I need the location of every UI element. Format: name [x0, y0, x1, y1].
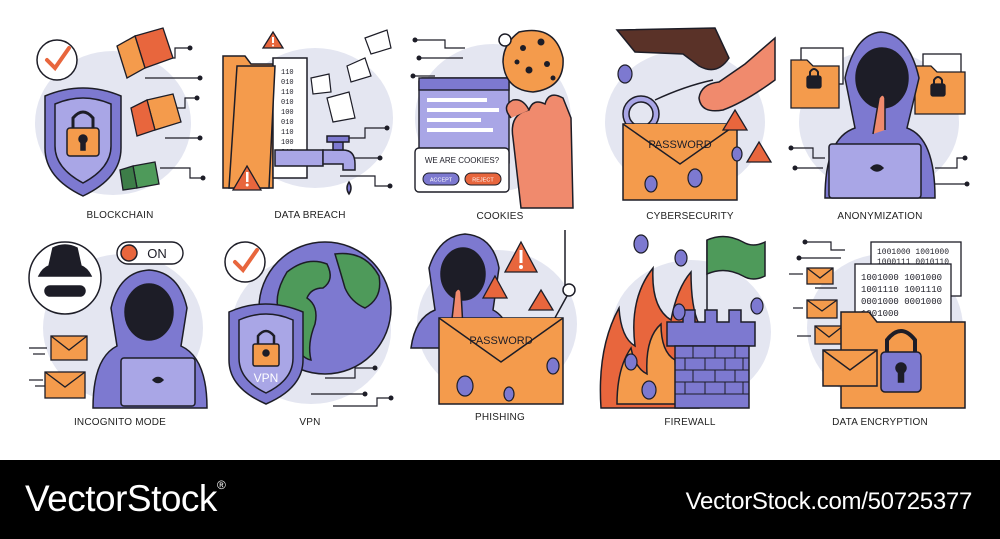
toggle-label: ON [147, 246, 167, 261]
vpn-illustration: VPN [224, 241, 394, 407]
cookies-illustration: WE ARE COOKIES? ACCEPT REJECT [410, 29, 574, 209]
envelope-label: PASSWORD [469, 335, 532, 347]
illustration-grid: BLOCKCHAIN 110 010 [25, 18, 975, 433]
data-breach-illustration: 110 010 110 010 100 010 110 100 010 100 [222, 29, 393, 196]
tile-phishing: PASSWORD PHISHING [405, 228, 595, 433]
svg-text:0001000 0001000: 0001000 0001000 [861, 297, 942, 307]
tile-anonymization: ANONYMIZATION [785, 18, 975, 223]
shield-lock-icon: VPN [228, 303, 304, 405]
paper-icon [310, 29, 392, 123]
watermark-footer: VectorStock® VectorStock.com/50725377 [0, 460, 1000, 539]
warning-icon [721, 108, 773, 163]
tile-blockchain: BLOCKCHAIN [25, 18, 215, 223]
browser-window-icon [418, 77, 510, 167]
tile-cybersecurity: PASSWORD CYBERSECURITY [595, 18, 785, 223]
cube-icon [116, 27, 182, 191]
tile-data-encryption: 1001000 1001000 1000111 0010110 1001000 … [785, 228, 975, 433]
svg-text:010: 010 [281, 79, 294, 87]
svg-text:1001110 1001110: 1001110 1001110 [861, 285, 942, 295]
tile-caption: COOKIES [476, 211, 524, 222]
tile-caption: CYBERSECURITY [646, 211, 734, 222]
svg-text:1000111 0010110: 1000111 0010110 [877, 258, 949, 267]
toggle-icon: ON [116, 241, 184, 265]
accept-button-label: ACCEPT [430, 178, 453, 184]
vpn-shield-label: VPN [254, 371, 279, 385]
svg-text:100: 100 [281, 109, 294, 117]
hand-icon [505, 94, 574, 209]
accept-button [422, 172, 460, 186]
svg-text:1001000: 1001000 [861, 309, 899, 319]
svg-text:1001000 1001000: 1001000 1001000 [877, 248, 949, 257]
tile-firewall: FIREWALL [595, 228, 785, 433]
anonymization-illustration [788, 31, 970, 199]
reject-button-label: REJECT [472, 178, 494, 184]
svg-text:110: 110 [281, 89, 294, 97]
tile-vpn: VPN VPN [215, 228, 405, 433]
envelope-icon [806, 267, 844, 345]
envelope-icon [44, 335, 88, 399]
tile-data-breach: 110 010 110 010 100 010 110 100 010 100 [215, 18, 405, 223]
laptop-icon [120, 357, 196, 407]
blockchain-illustration [35, 27, 206, 197]
checkmark-bubble-icon [224, 241, 266, 283]
image-credit: VectorStock.com/50725377 [685, 488, 973, 515]
tile-caption: Incognito mode [73, 417, 167, 428]
tile-caption: VPN [299, 417, 321, 428]
envelope-label: PASSWORD [648, 139, 711, 151]
tile-caption: BLOCKCHAIN [86, 210, 154, 221]
cookie-consent-dialog: WE ARE COOKIES? ACCEPT REJECT [414, 147, 510, 193]
tile-caption: DATA ENCRYPTION [832, 417, 928, 428]
cybersecurity-illustration: PASSWORD [605, 27, 776, 201]
faucet-icon [274, 135, 356, 196]
brand-logo: VectorStock® [25, 478, 226, 519]
bug-icon [617, 64, 743, 193]
envelope-icon: PASSWORD [622, 123, 738, 201]
reject-button [464, 172, 502, 186]
shield-lock-icon [44, 87, 122, 197]
svg-text:110: 110 [281, 69, 294, 77]
svg-text:010: 010 [281, 119, 294, 127]
tile-caption: DATA BREACH [274, 210, 346, 221]
laptop-icon [828, 143, 922, 199]
checkmark-bubble-icon [36, 39, 78, 81]
dialog-question: WE ARE COOKIES? [425, 156, 500, 165]
tile-incognito: ON Incognito mode [25, 228, 215, 433]
cookie-icon [498, 29, 564, 93]
data-encryption-illustration: 1001000 1001000 1000111 0010110 1001000 … [789, 239, 966, 409]
locked-folder-icon [790, 47, 966, 115]
tile-caption: ANONYMIZATION [837, 211, 923, 222]
svg-text:110: 110 [281, 129, 294, 137]
incognito-illustration: ON [28, 241, 208, 409]
tile-caption: PHISHING [475, 412, 525, 423]
phishing-illustration: PASSWORD [410, 230, 577, 405]
castle-tower-icon [666, 309, 756, 409]
handcuffs-icon [622, 79, 714, 133]
firewall-illustration [599, 234, 771, 409]
spy-hat-icon [28, 241, 102, 315]
bug-icon [624, 234, 764, 400]
svg-text:100: 100 [281, 139, 294, 147]
tile-cookies: WE ARE COOKIES? ACCEPT REJECT COOKIES [405, 18, 595, 223]
tile-caption: FIREWALL [664, 417, 716, 428]
binary-paper-icon: 1001000 1001000 1000111 0010110 1001000 … [854, 241, 962, 325]
folder-icon [222, 55, 308, 189]
envelope-icon [822, 349, 878, 387]
svg-text:1001000 1001000: 1001000 1001000 [861, 273, 942, 283]
svg-text:010: 010 [281, 99, 294, 107]
bug-icon [456, 357, 560, 402]
